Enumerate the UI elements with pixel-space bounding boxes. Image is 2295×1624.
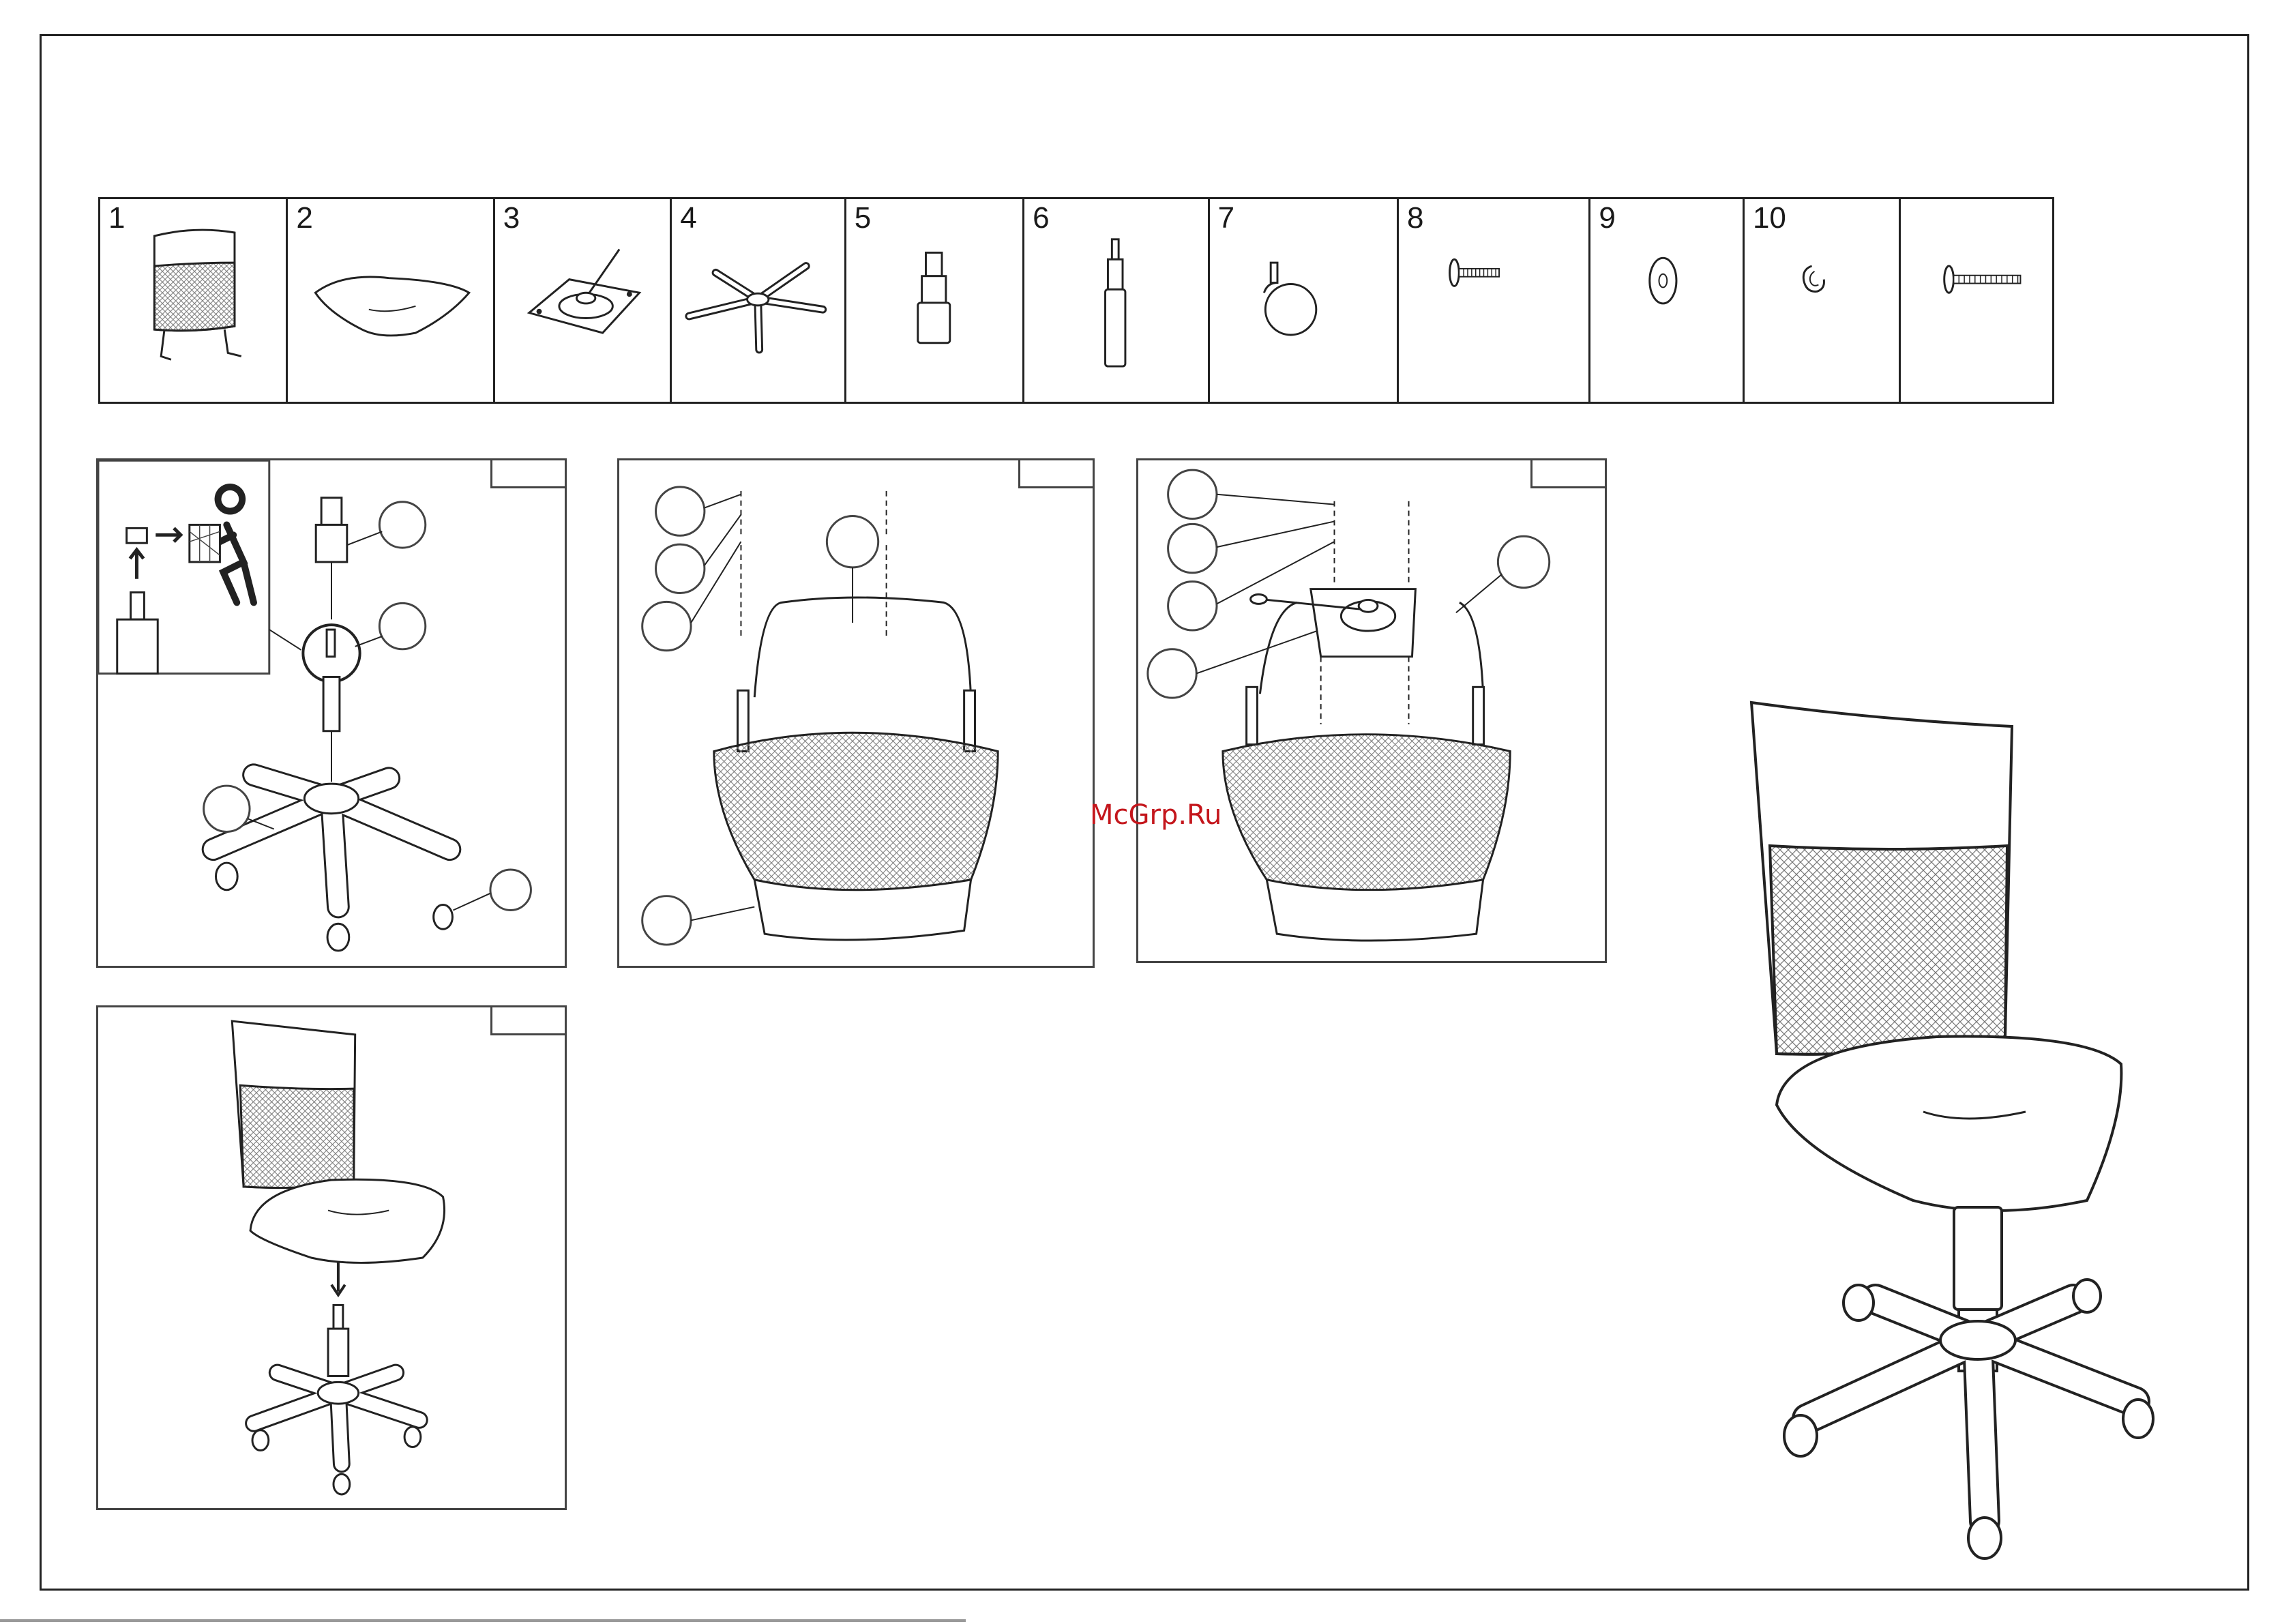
mechanism-mount-diagram <box>1138 460 1605 961</box>
seat-icon <box>288 199 492 402</box>
part-cell-9: 9 <box>1590 199 1745 402</box>
spring-washer-icon <box>1745 199 1899 402</box>
step-panel-backrest <box>617 458 1095 968</box>
gas-lift-cover-icon <box>846 199 1022 402</box>
assembled-chair-illustration <box>1719 682 2196 1569</box>
step-panel-base <box>96 458 567 968</box>
five-star-base-icon <box>672 199 844 402</box>
backrest-icon <box>100 199 286 402</box>
seat-on-base-diagram <box>98 1007 565 1508</box>
step-panel-mechanism <box>1136 458 1607 963</box>
caster-icon <box>1210 199 1397 402</box>
flat-washer-icon <box>1590 199 1743 402</box>
mechanism-plate-icon <box>495 199 670 402</box>
gas-lift-icon <box>1024 199 1207 402</box>
long-bolt-icon <box>1901 199 2052 402</box>
part-cell-10: 10 <box>1745 199 1901 402</box>
part-cell-5: 5 <box>846 199 1024 402</box>
part-cell-8: 8 <box>1399 199 1590 402</box>
part-cell-4: 4 <box>672 199 846 402</box>
step-panel-final <box>96 1005 567 1510</box>
short-bolt-icon <box>1399 199 1588 402</box>
part-cell-6: 6 <box>1024 199 1209 402</box>
part-cell-1: 1 <box>100 199 288 402</box>
part-cell-7: 7 <box>1210 199 1399 402</box>
watermark: McGrp.Ru <box>1090 799 1221 831</box>
bottom-rule <box>0 1619 966 1622</box>
part-cell-3: 3 <box>495 199 672 402</box>
base-assembly-diagram <box>98 460 565 966</box>
part-cell-2: 2 <box>288 199 494 402</box>
part-cell-11 <box>1901 199 2052 402</box>
parts-table: 1 2 3 4 5 <box>98 197 2054 404</box>
backrest-seat-diagram <box>619 460 1093 966</box>
